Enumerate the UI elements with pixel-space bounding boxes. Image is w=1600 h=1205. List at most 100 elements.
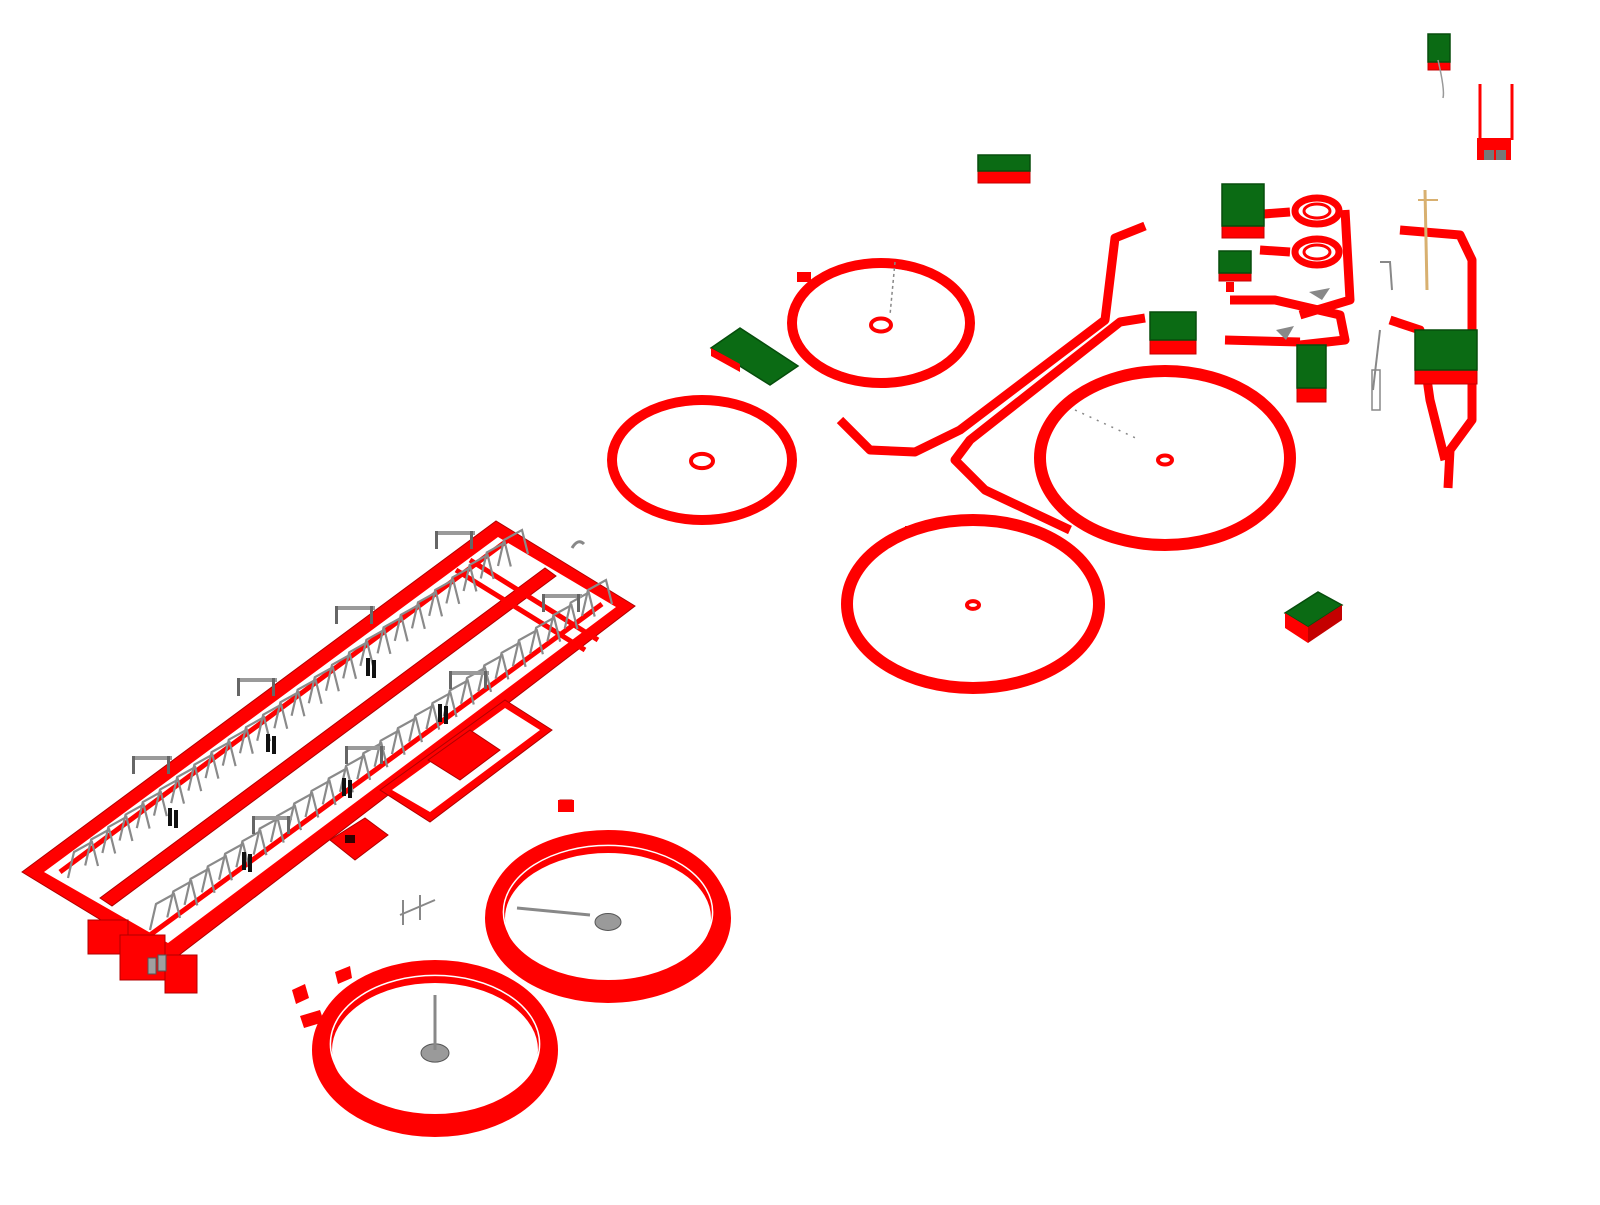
building-digester-control-wall	[1149, 339, 1197, 355]
gantry-post-a-8	[542, 594, 545, 612]
north-channel-header-8	[187, 752, 220, 791]
gantry-post-b-2	[272, 678, 275, 696]
south-channel-header-21	[494, 641, 527, 680]
gantry-post-a-1	[132, 756, 135, 774]
clarifier-large-south-center-well	[965, 599, 981, 611]
clarifier-large-south-wall	[841, 514, 1105, 694]
north-channel-header-23	[445, 565, 478, 604]
north-channel-header-26	[496, 528, 530, 567]
green-roof-buildings	[709, 33, 1478, 643]
miscellaneous-equipment	[292, 59, 1514, 1028]
gantry-beam-2	[237, 678, 277, 682]
pipe-rack	[399, 899, 436, 916]
south-channel-header-18	[442, 678, 475, 717]
flow-channels	[836, 207, 1477, 535]
north-channel-header-18	[359, 628, 392, 667]
gantry-beam-4	[435, 531, 475, 535]
gantry-beam-1	[132, 756, 172, 760]
gantry-post-a-4	[435, 531, 438, 549]
clarifier-south-1-weir	[502, 844, 714, 980]
clarifier-south-2-wall	[315, 960, 555, 1128]
north-channel-header-3	[101, 815, 134, 854]
north-channel-header-7	[170, 765, 203, 804]
chamber-b	[292, 984, 309, 1004]
clarifier-south-2-weir	[329, 974, 541, 1114]
mixer-unit-a-4	[242, 852, 246, 870]
north-channel-header-4	[118, 802, 151, 841]
building-outfall-roof	[1414, 329, 1478, 371]
clarifier-west-wall	[607, 395, 797, 525]
clarifier-south-1-wall	[488, 830, 728, 994]
blower-building	[329, 699, 573, 861]
mixer-unit-b-6	[444, 706, 448, 724]
gantry-post-b-1	[167, 756, 170, 774]
mixer-unit-b-2	[272, 736, 276, 754]
gantry-beam-7	[449, 671, 489, 675]
north-channel-header-15	[307, 665, 340, 704]
clarifier-north-inlet-box	[797, 272, 811, 282]
junction-channel-2	[1224, 335, 1301, 347]
mixer-unit-b-3	[372, 660, 376, 678]
mixer-unit-a-6	[438, 704, 442, 722]
building-garage-side	[1308, 605, 1342, 643]
mixer-unit-a-5	[342, 778, 346, 796]
building-admin-wall	[711, 348, 740, 372]
north-channel-header-19	[376, 615, 409, 654]
clarifier-large-east-bridge	[1074, 409, 1141, 441]
gantry-post-b-3	[370, 606, 373, 624]
mixer-unit-a-1	[168, 808, 172, 826]
headworks-equipment-rooms	[87, 919, 198, 994]
clarifier-south-1-center-well	[594, 913, 622, 931]
control-room	[329, 817, 389, 861]
building-garage-wall	[1285, 613, 1308, 643]
influent-channel-main	[836, 221, 1147, 457]
gantry-post-a-5	[252, 816, 255, 834]
south-channel-header-8	[269, 804, 303, 843]
headworks-room-3	[164, 954, 198, 994]
clarifier-north-bridge	[889, 261, 896, 316]
south-channel-header-5	[218, 842, 251, 881]
digester-ring-1	[1291, 194, 1343, 228]
north-channel-header-13	[273, 690, 306, 729]
aeration-basins	[21, 520, 636, 963]
north-channel-header-1	[66, 840, 100, 879]
control-room-window	[345, 835, 355, 843]
building-outfall-wall	[1414, 369, 1478, 385]
aeration-diffuser-headers	[66, 528, 614, 931]
clarifier-feed-2	[1259, 245, 1291, 257]
gantry-beam-3	[335, 606, 375, 610]
building-sludge-wall	[1296, 387, 1327, 403]
clarifier-north-center-well	[869, 316, 893, 334]
gantry-beam-6	[345, 746, 385, 750]
mixer-unit-b-1	[174, 810, 178, 828]
gantry-beam-8	[542, 594, 582, 598]
digester-inner-1	[1302, 202, 1332, 220]
digester-ring-2	[1291, 235, 1343, 269]
clarifier-north-weir	[797, 268, 965, 378]
south-channel-header-24	[546, 603, 579, 642]
blower-building-room	[427, 729, 501, 781]
aeration-basin-inner-wall-b	[148, 601, 604, 938]
building-digester-control-roof	[1149, 311, 1197, 341]
south-channel-header-4	[200, 854, 233, 893]
aeration-basin-crosswall	[454, 567, 587, 653]
north-channel-header-17	[342, 640, 375, 679]
south-channel-header-15	[390, 716, 423, 755]
building-north-gate-roof	[1427, 33, 1451, 63]
influent-channel-branch	[950, 313, 1146, 535]
outfall-ladder	[1371, 369, 1381, 411]
south-channel-header-14	[373, 729, 406, 767]
south-channel-header-3	[183, 867, 216, 906]
south-channel-header-23	[529, 616, 562, 654]
utility-pole	[1423, 189, 1429, 291]
pipe-hook	[1380, 261, 1393, 291]
clarifier-large-east-wall	[1034, 365, 1296, 551]
north-channel-pump-a	[1484, 150, 1494, 160]
gantry-post-b-7	[484, 671, 487, 689]
south-channel-header-20	[477, 653, 510, 692]
headworks-tank-1	[147, 957, 157, 975]
building-headworks-roof	[1221, 183, 1265, 227]
clarifier-large-east-center-well	[1156, 453, 1174, 467]
